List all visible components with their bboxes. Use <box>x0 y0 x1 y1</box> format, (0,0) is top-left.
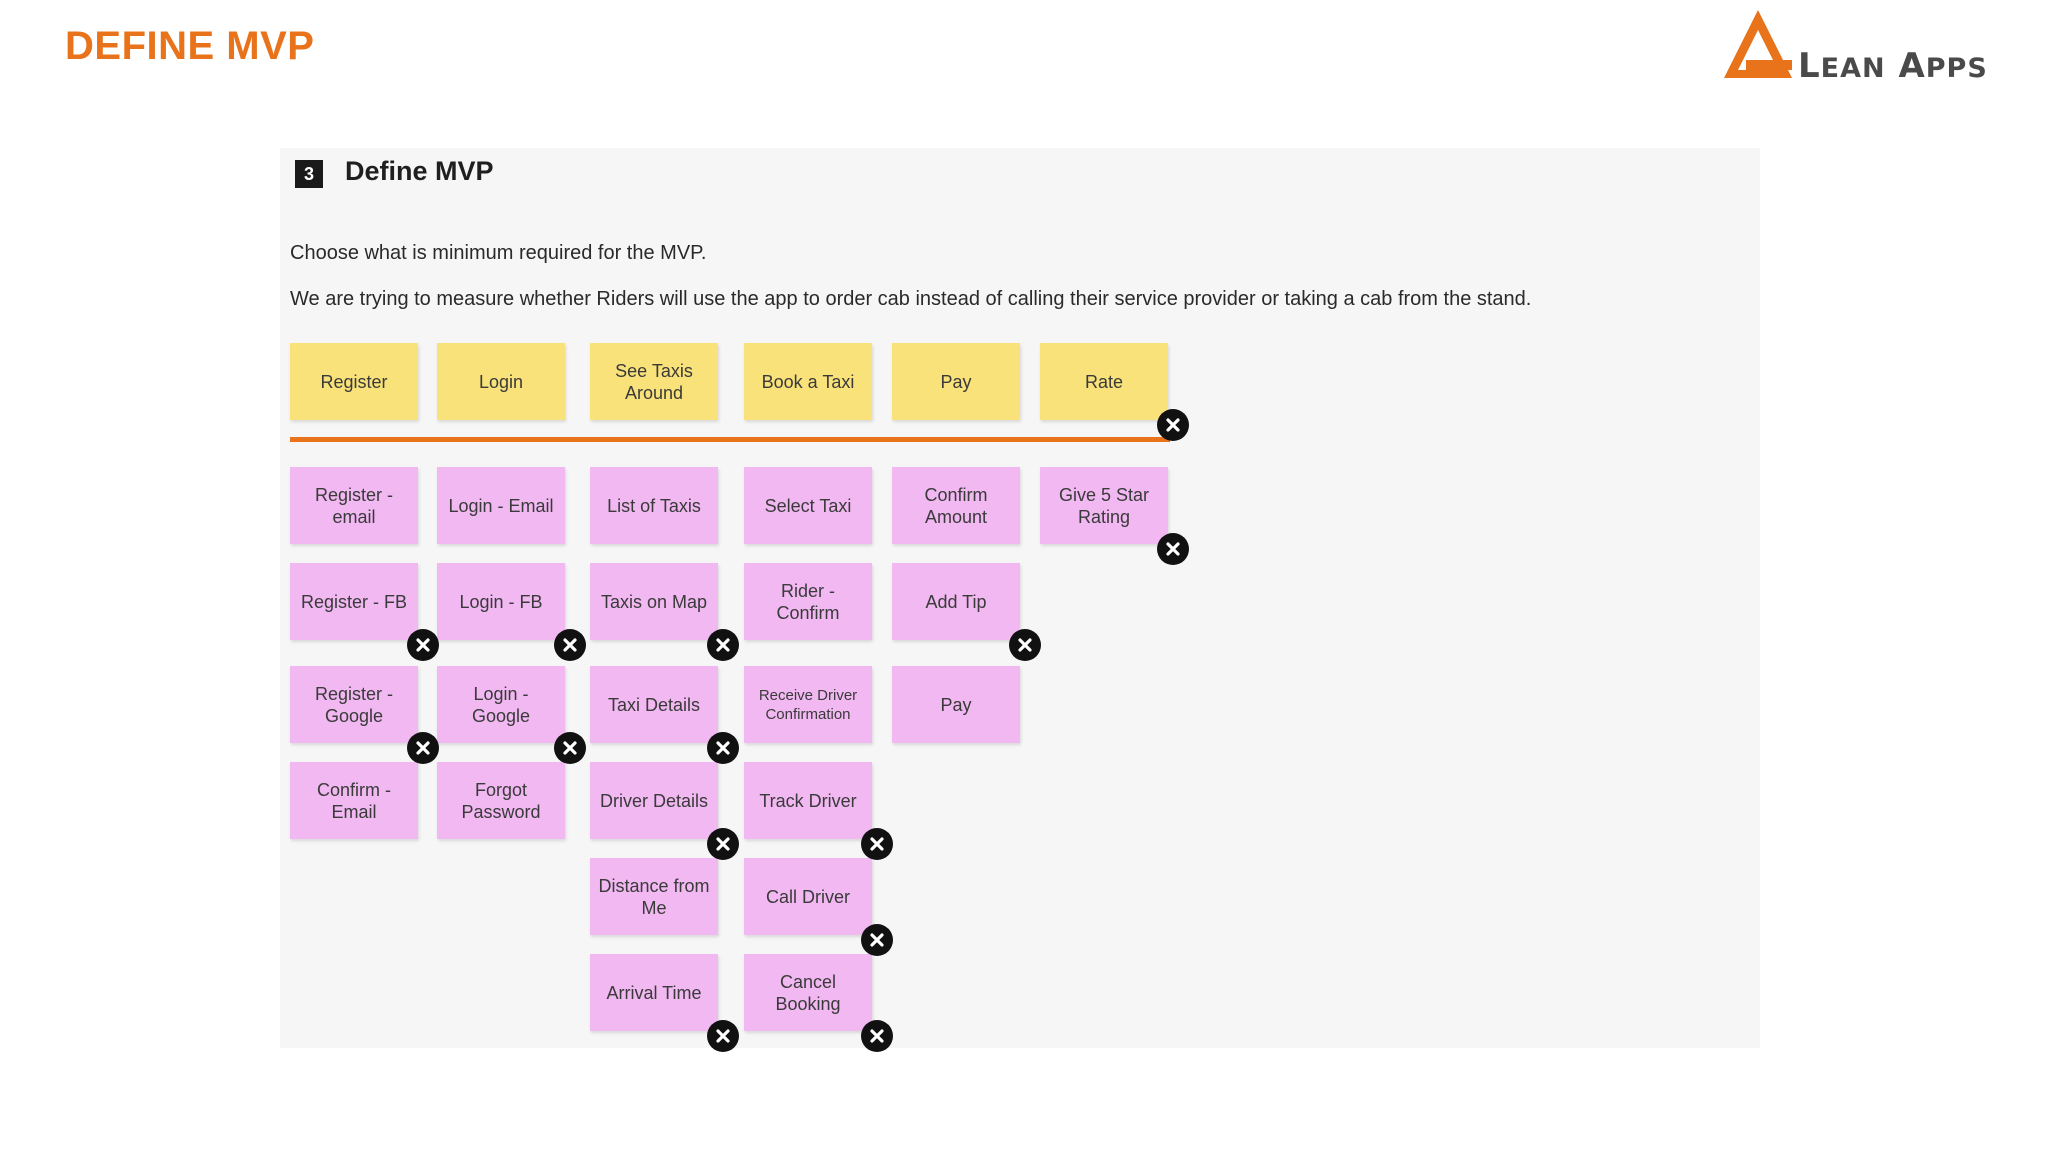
card-add-tip[interactable]: Add Tip <box>892 563 1041 661</box>
card-track-driver[interactable]: Track Driver <box>744 762 893 860</box>
remove-x-icon[interactable] <box>1157 409 1189 441</box>
card-label: Call Driver <box>765 886 850 907</box>
remove-x-icon[interactable] <box>1157 533 1189 565</box>
remove-x-icon[interactable] <box>707 828 739 860</box>
card-label: Rate <box>1084 371 1124 392</box>
remove-x-icon[interactable] <box>861 1020 893 1052</box>
remove-x-icon[interactable] <box>1009 629 1041 661</box>
remove-x-icon[interactable] <box>407 629 439 661</box>
card-label: Rider - Confirm <box>776 580 840 623</box>
panel-intro-line1: Choose what is minimum required for the … <box>290 242 707 264</box>
step-number-badge: 3 <box>295 160 323 188</box>
card-distance-from-me[interactable]: Distance from Me <box>590 858 718 935</box>
card-label: Login <box>478 371 524 392</box>
card-confirm-amount[interactable]: Confirm Amount <box>892 467 1020 544</box>
card-register-fb[interactable]: Register - FB <box>290 563 439 661</box>
slide-title: DEFINE MVP <box>65 24 315 68</box>
card-label: Register -Google <box>314 683 394 726</box>
card-register-email[interactable]: Register - email <box>290 467 418 544</box>
card-label: Track Driver <box>759 790 857 811</box>
card-label: Give 5 Star Rating <box>1058 484 1150 527</box>
panel-intro-line2: We are trying to measure whether Riders … <box>290 288 1532 310</box>
card-label: Book a Taxi <box>761 371 855 392</box>
card-pay[interactable]: Pay <box>892 666 1020 743</box>
card-label: List of Taxis <box>607 495 701 516</box>
logo-text: LEAN APPS <box>1798 46 1988 86</box>
card-register-google[interactable]: Register -Google <box>290 666 439 764</box>
card-label: See Taxis Around <box>615 360 693 403</box>
card-label: Select Taxi <box>764 495 852 516</box>
card-login-fb[interactable]: Login - FB <box>437 563 586 661</box>
remove-x-icon[interactable] <box>707 732 739 764</box>
card-label: Login - FB <box>459 591 543 612</box>
remove-x-icon[interactable] <box>861 924 893 956</box>
card-label: Confirm - Email <box>316 779 391 822</box>
card-label: Login - Google <box>471 683 531 726</box>
mvp-divider-line <box>290 437 1170 442</box>
card-login-google[interactable]: Login - Google <box>437 666 586 764</box>
remove-x-icon[interactable] <box>707 1020 739 1052</box>
panel-title: Define MVP <box>345 156 494 186</box>
remove-x-icon[interactable] <box>707 629 739 661</box>
card-receive-driver-confirmation[interactable]: Receive Driver Confirmation <box>744 666 872 743</box>
card-register[interactable]: Register <box>290 343 418 420</box>
card-see-taxis-around[interactable]: See Taxis Around <box>590 343 718 420</box>
card-rate[interactable]: Rate <box>1040 343 1189 441</box>
remove-x-icon[interactable] <box>554 629 586 661</box>
card-cancel-booking[interactable]: Cancel Booking <box>744 954 893 1052</box>
card-confirm-email[interactable]: Confirm - Email <box>290 762 418 839</box>
card-give-5-star-rating[interactable]: Give 5 Star Rating <box>1040 467 1189 565</box>
card-label: Register - email <box>314 484 394 527</box>
card-label: Add Tip <box>925 591 987 612</box>
remove-x-icon[interactable] <box>554 732 586 764</box>
logo-a-mark-icon <box>1724 10 1792 78</box>
card-label: Login - Email <box>448 495 554 516</box>
remove-x-icon[interactable] <box>407 732 439 764</box>
card-taxi-details[interactable]: Taxi Details <box>590 666 739 764</box>
card-label: Driver Details <box>599 790 709 811</box>
card-login-email[interactable]: Login - Email <box>437 467 565 544</box>
card-label: Pay <box>940 371 972 392</box>
card-call-driver[interactable]: Call Driver <box>744 858 893 956</box>
card-list-of-taxis[interactable]: List of Taxis <box>590 467 718 544</box>
card-label: Confirm Amount <box>924 484 988 527</box>
card-label: Pay <box>940 694 972 715</box>
card-arrival-time[interactable]: Arrival Time <box>590 954 739 1052</box>
card-taxis-on-map[interactable]: Taxis on Map <box>590 563 739 661</box>
card-label: Register - FB <box>300 591 408 612</box>
card-label: Taxis on Map <box>600 591 708 612</box>
define-mvp-panel: 3 Define MVP Choose what is minimum requ… <box>280 148 1760 1052</box>
lean-apps-logo: LEAN APPS <box>1722 4 2027 86</box>
card-rider-confirm[interactable]: Rider - Confirm <box>744 563 872 640</box>
card-login[interactable]: Login <box>437 343 565 420</box>
card-label: Register <box>320 371 388 392</box>
card-book-a-taxi[interactable]: Book a Taxi <box>744 343 872 420</box>
card-label: Arrival Time <box>606 982 702 1003</box>
card-label: Forgot Password <box>461 779 541 822</box>
card-label: Distance from Me <box>598 875 710 918</box>
card-label: Cancel Booking <box>775 971 841 1014</box>
card-pay[interactable]: Pay <box>892 343 1020 420</box>
remove-x-icon[interactable] <box>861 828 893 860</box>
card-driver-details[interactable]: Driver Details <box>590 762 739 860</box>
card-label: Receive Driver Confirmation <box>758 686 858 723</box>
card-select-taxi[interactable]: Select Taxi <box>744 467 872 544</box>
card-forgot-password[interactable]: Forgot Password <box>437 762 565 839</box>
card-label: Taxi Details <box>607 694 701 715</box>
